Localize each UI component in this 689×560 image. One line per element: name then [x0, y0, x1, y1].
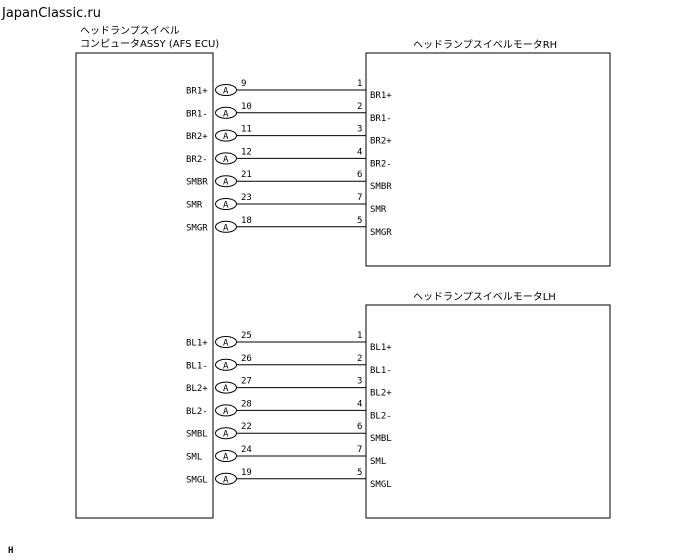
ecu-pin-number: 19	[241, 468, 252, 478]
ecu-pin-label: BR1+	[186, 87, 208, 97]
motor-lh-title: ヘッドランプスイベルモータLH	[413, 291, 556, 303]
motor-pin-label: BL2+	[370, 389, 392, 399]
ecu-pin-number: 24	[241, 445, 252, 455]
connector-label: A	[223, 178, 229, 188]
motor-pin-number: 6	[357, 422, 362, 432]
motor-pin-label: BR1+	[370, 91, 392, 101]
motor-pin-number: 2	[357, 102, 362, 112]
ecu-pin-number: 23	[241, 193, 252, 203]
motor-pin-number: 4	[357, 147, 362, 157]
motor-pin-number: 6	[357, 170, 362, 180]
ecu-pin-label: BR2+	[186, 132, 208, 142]
motor-pin-label: BL2-	[370, 411, 392, 421]
motor-pin-number: 1	[357, 79, 362, 89]
ecu-box	[75, 52, 214, 519]
motor-pin-number: 5	[357, 216, 362, 226]
ecu-pin-number: 27	[241, 377, 252, 387]
connector-label: A	[223, 475, 229, 485]
ecu-pin-label: BL1-	[186, 361, 208, 371]
ecu-pin-label: SMBL	[186, 430, 208, 440]
ecu-pin-label: SML	[186, 453, 202, 463]
connector-label: A	[223, 155, 229, 165]
motor-pin-number: 3	[357, 377, 362, 387]
ecu-pin-label: BL2+	[186, 384, 208, 394]
ecu-pin-label: SMR	[186, 201, 203, 211]
motor-pin-label: SMGR	[370, 228, 392, 238]
connector-label: A	[223, 223, 229, 233]
connector-label: A	[223, 453, 229, 463]
connector-label: A	[223, 201, 229, 211]
ecu-pin-label: BR1-	[186, 109, 208, 119]
ecu-pin-number: 11	[241, 125, 252, 135]
motor-pin-label: SMGL	[370, 480, 392, 490]
connector-label: A	[223, 384, 229, 394]
ecu-pin-number: 28	[241, 399, 252, 409]
motor-pin-label: SML	[370, 457, 386, 467]
ecu-pin-number: 10	[241, 102, 252, 112]
ecu-pin-label: SMBR	[186, 178, 208, 188]
ecu-pin-number: 22	[241, 422, 252, 432]
ecu-pin-number: 12	[241, 147, 252, 157]
ecu-pin-number: 21	[241, 170, 252, 180]
connector-label: A	[223, 407, 229, 417]
connector-label: A	[223, 87, 229, 97]
motor-pin-label: SMBL	[370, 434, 392, 444]
ecu-pin-label: SMGL	[186, 475, 208, 485]
connector-label: A	[223, 339, 229, 349]
motor-pin-label: SMBR	[370, 182, 392, 192]
ecu-title-line1: ヘッドランプスイベル	[80, 25, 180, 37]
ecu-pin-label: BR2-	[186, 155, 208, 165]
motor-pin-label: BL1-	[370, 366, 392, 376]
motor-pin-label: BR2-	[370, 159, 392, 169]
motor-pin-number: 1	[357, 331, 362, 341]
ecu-pin-number: 25	[241, 331, 252, 341]
connector-label: A	[223, 132, 229, 142]
motor-pin-number: 5	[357, 468, 362, 478]
motor-rh-box	[365, 52, 611, 267]
ecu-pin-number: 18	[241, 216, 252, 226]
ecu-pin-label: SMGR	[186, 223, 208, 233]
ecu-title-line2: コンピュータASSY (AFS ECU)	[80, 38, 219, 50]
connector-label: A	[223, 109, 229, 119]
ecu-pin-label: BL2-	[186, 407, 208, 417]
connector-label: A	[223, 361, 229, 371]
motor-pin-label: SMR	[370, 205, 387, 215]
motor-pin-number: 4	[357, 399, 362, 409]
watermark: JapanClassic.ru	[1, 6, 101, 21]
motor-pin-number: 3	[357, 125, 362, 135]
footer-mark: H	[8, 546, 13, 556]
motor-pin-label: BR1-	[370, 114, 392, 124]
motor-pin-number: 2	[357, 354, 362, 364]
motor-pin-label: BL1+	[370, 343, 392, 353]
motor-pin-number: 7	[357, 445, 362, 455]
ecu-pin-number: 26	[241, 354, 252, 364]
ecu-pin-label: BL1+	[186, 339, 208, 349]
motor-pin-number: 7	[357, 193, 362, 203]
motor-rh-title: ヘッドランプスイベルモータRH	[413, 39, 557, 51]
motor-pin-label: BR2+	[370, 137, 392, 147]
motor-lh-box	[365, 304, 611, 519]
ecu-pin-number: 9	[241, 79, 246, 89]
connector-label: A	[223, 430, 229, 440]
